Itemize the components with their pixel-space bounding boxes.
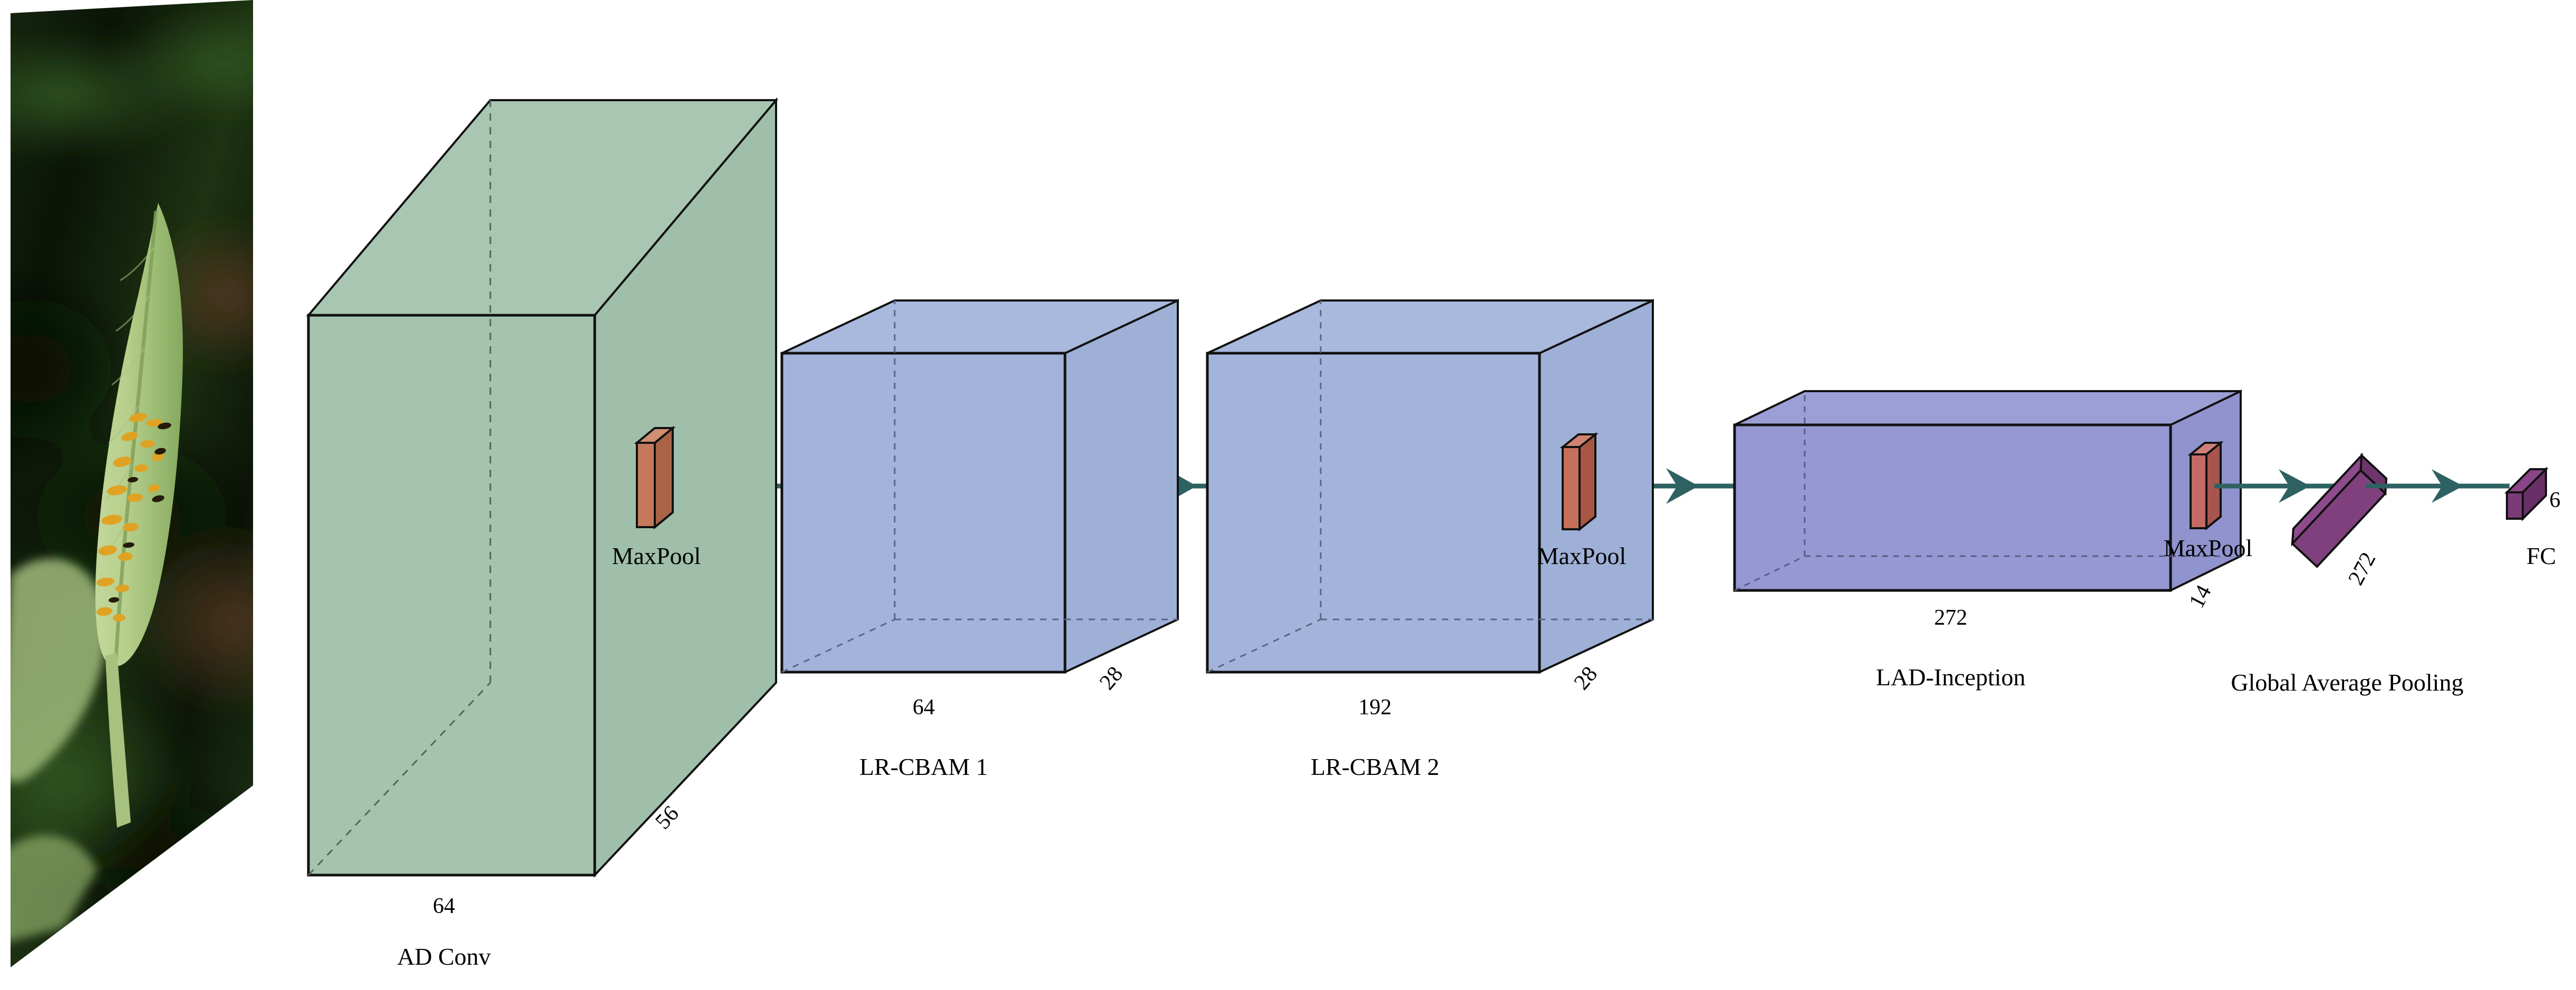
maxpool-2-label: MaxPool	[1537, 542, 1626, 569]
flow-arrow-4	[2214, 469, 2346, 503]
lad-inception-depth-label: 14	[2184, 581, 2216, 613]
lr-cbam-1-width-label: 64	[913, 695, 935, 720]
gap-label: Global Average Pooling	[2231, 669, 2463, 696]
ad-conv-label: AD Conv	[397, 943, 491, 970]
leaf-lesion-spots	[96, 413, 171, 622]
ad-conv-width-label: 64	[433, 894, 455, 918]
maxpool-3[interactable]: MaxPool	[2164, 440, 2253, 561]
lad-inception-label: LAD-Inception	[1876, 664, 2026, 691]
maxpool-1[interactable]: MaxPool	[612, 425, 701, 569]
fc-label: FC	[2526, 542, 2556, 569]
fc-width-label: 6	[2550, 488, 2561, 512]
lr-cbam-2-depth-label: 28	[1570, 662, 1602, 695]
block-ad-conv[interactable]: 56 64 AD Conv	[306, 97, 779, 970]
lr-cbam-2-label: LR-CBAM 2	[1311, 753, 1439, 780]
block-global-average-pooling[interactable]: 272 Global Average Pooling	[2231, 452, 2464, 696]
lr-cbam-1-label: LR-CBAM 1	[859, 753, 988, 780]
lr-cbam-2-width-label: 192	[1359, 695, 1392, 720]
block-lr-cbam-1[interactable]: 28 64 LR-CBAM 1	[780, 298, 1179, 780]
input-leaf-image	[11, 0, 253, 967]
lr-cbam-1-depth-label: 28	[1095, 662, 1128, 695]
gap-width-label: 272	[2343, 548, 2380, 589]
block-lad-inception[interactable]: 14 272 LAD-Inception	[1733, 389, 2242, 691]
maxpool-2[interactable]: MaxPool	[1537, 432, 1626, 569]
block-fc[interactable]: 6 FC	[2504, 467, 2561, 569]
maxpool-1-label: MaxPool	[612, 542, 701, 569]
lad-inception-width-label: 272	[1934, 606, 1968, 630]
flow-arrow-5	[2366, 469, 2510, 503]
block-lr-cbam-2[interactable]: 28 192 LR-CBAM 2	[1206, 298, 1654, 780]
maxpool-3-label: MaxPool	[2164, 535, 2253, 561]
